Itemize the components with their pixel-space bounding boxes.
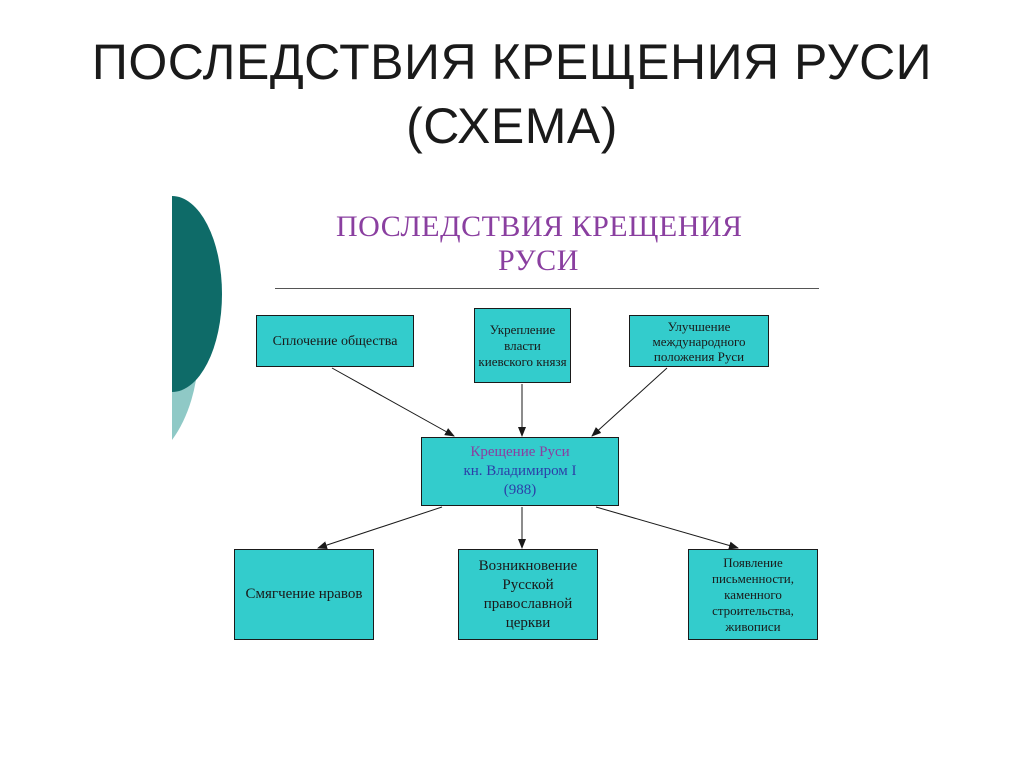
deco-dark-circle xyxy=(172,196,222,392)
scheme-picture: ПОСЛЕДСТВИЯ КРЕЩЕНИЯ РУСИ Сплочение обще… xyxy=(172,196,832,646)
box-baptism-of-rus: Крещение Руси кн. Владимиром I (988) xyxy=(421,437,619,506)
box-unity-of-society-text: Сплочение общества xyxy=(272,333,398,349)
box-orthodox-church-text: Возникновение Русской православной церкв… xyxy=(478,557,578,631)
center-line3: (988) xyxy=(503,482,537,498)
decorative-circles xyxy=(172,196,222,440)
arrows xyxy=(317,367,739,550)
box-unity-of-society: Сплочение общества xyxy=(256,315,414,367)
center-line1: Крещение Руси xyxy=(470,444,570,460)
box-softening-morals-text: Смягчение нравов xyxy=(245,586,363,602)
box-writing-architecture-text: Появление письменности, каменного строит… xyxy=(711,554,794,634)
box-softening-morals: Смягчение нравов xyxy=(234,549,374,640)
arrow-bottom-right xyxy=(595,506,739,550)
box-strengthening-power: Укрепление власти киевского князя xyxy=(474,308,571,383)
box-strengthening-power-text: Укрепление власти киевского князя xyxy=(478,321,567,369)
title-divider xyxy=(275,288,819,289)
box-orthodox-church: Возникновение Русской православной церкв… xyxy=(458,549,598,640)
slide-title-line1: ПОСЛЕДСТВИЯ КРЕЩЕНИЯ РУСИ xyxy=(91,34,933,90)
arrow-top-right xyxy=(591,367,668,437)
slide-title: ПОСЛЕДСТВИЯ КРЕЩЕНИЯ РУСИ (СХЕМА) xyxy=(0,30,1024,158)
center-line2: кн. Владимиром I xyxy=(463,463,577,479)
arrow-top-left xyxy=(331,367,455,437)
box-writing-architecture: Появление письменности, каменного строит… xyxy=(688,549,818,640)
box-international-position-text: Улучшение международного положения Руси xyxy=(652,318,746,364)
scheme-title-line1: ПОСЛЕДСТВИЯ КРЕЩЕНИЯ xyxy=(336,210,743,243)
scheme-title: ПОСЛЕДСТВИЯ КРЕЩЕНИЯ РУСИ xyxy=(322,210,792,278)
scheme-title-line2: РУСИ xyxy=(498,244,579,277)
slide-title-line2: (СХЕМА) xyxy=(406,98,618,154)
arrow-bottom-left xyxy=(317,506,443,549)
box-international-position: Улучшение международного положения Руси xyxy=(629,315,769,367)
